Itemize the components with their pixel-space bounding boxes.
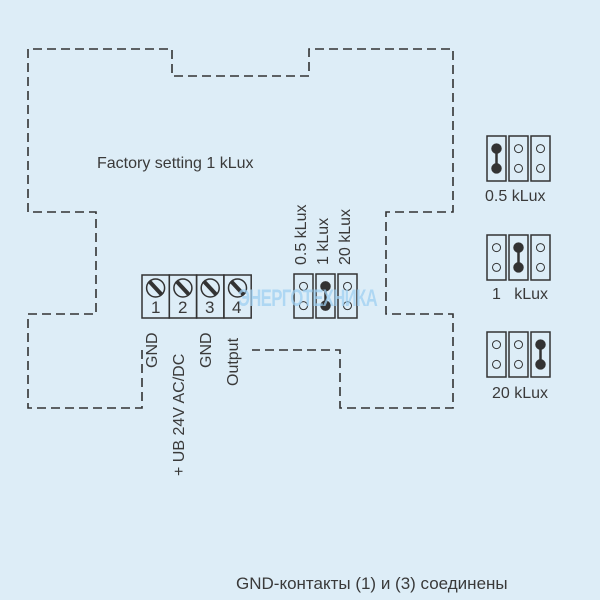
pin-closed [513,242,524,253]
screw-slot [174,279,191,297]
screw-icon [145,278,166,298]
watermark: ЭНЕРГОТЕХНИКА [238,285,378,312]
pin-open [299,281,308,291]
pin-closed [491,163,502,174]
screw-icon [200,278,220,298]
terminal-label-3: GND [198,332,215,368]
terminal-number-4: 4 [232,298,242,317]
screw-icon [227,278,248,298]
terminal-block [141,274,252,319]
terminal-label-1: GND [144,332,161,368]
pin-open [536,163,545,173]
pin-closed [513,262,524,273]
legend-jumpers [486,135,551,378]
pin-open [343,281,352,291]
jumper-label-1: 1 kLux [315,217,332,265]
pin-closed [320,281,331,292]
board-jumper-1 [315,273,336,319]
pin-open [492,243,501,253]
terminal-label-4: Output [225,337,242,386]
legend-0-jumper-0 [486,135,507,182]
legend-2-jumper-2 [530,331,551,378]
legend-2-jumper-0 [486,331,507,378]
legend-1-jumper-0 [486,234,507,281]
terminal-number-2: 2 [178,298,188,317]
legend-0-jumper-2 [530,135,551,182]
pin-open [299,301,308,311]
legend-1-jumper-2 [530,234,551,281]
screw-slot [147,279,164,297]
outline-main [27,48,454,409]
terminal-number-3: 3 [205,298,215,317]
pin-open [514,340,523,350]
jumper-label-20: 20 kLux [337,208,354,265]
legend-0-jumper-1 [508,135,529,182]
terminal-4 [223,274,252,319]
pin-open [536,262,545,272]
pin-open [343,301,352,311]
screw-icon [173,278,193,298]
pin-open [492,359,501,369]
terminal-label-2: + UB 24V AC/DC [171,353,188,476]
pin-open [514,144,523,154]
pin-closed [535,339,546,350]
pin-closed [491,143,502,154]
screw-slot [202,279,219,297]
pin-open [514,163,523,173]
pin-closed [320,300,331,311]
jumper-block [293,273,358,319]
factory-setting-label: Factory setting 1 kLux [97,155,254,172]
screw-slot [229,279,246,297]
legend-2-jumper-1 [508,331,529,378]
legend-label-0-5: 0.5 kLux [485,188,546,205]
pin-open [514,359,523,369]
gnd-note: GND-контакты (1) и (3) соединены [236,574,508,593]
pin-open [492,262,501,272]
board-jumper-2 [337,273,358,319]
pin-closed [535,359,546,370]
pin-open [492,340,501,350]
board-jumper-0 [293,273,314,319]
pin-open [536,144,545,154]
terminal-number-1: 1 [151,298,161,317]
legend-label-1: 1 kLux [492,286,549,303]
legend-label-20: 20 kLux [492,385,549,402]
legend-1-jumper-1 [508,234,529,281]
pin-open [536,243,545,253]
jumper-label-0-5: 0.5 kLux [293,204,310,265]
